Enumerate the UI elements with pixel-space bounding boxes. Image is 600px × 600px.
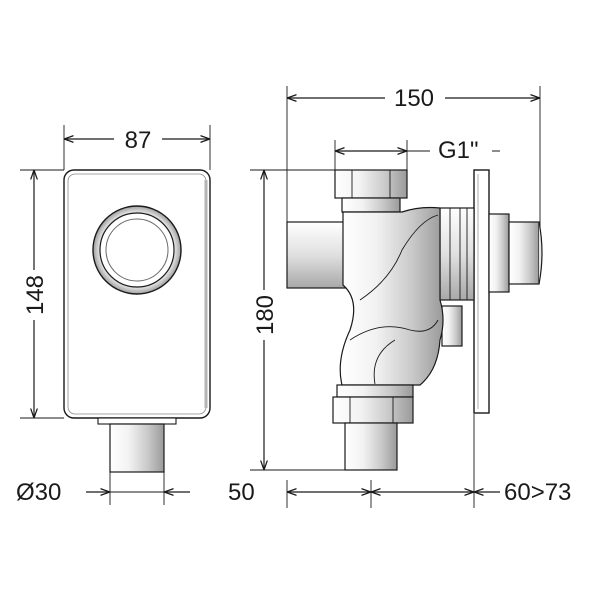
front-width-label: 87: [125, 127, 152, 154]
outlet-diameter-dimension: Ø30: [16, 472, 190, 506]
side-height-label: 180: [252, 295, 279, 335]
side-outlet-pipe: [344, 422, 398, 471]
side-width-label: 150: [394, 85, 434, 112]
wall-plate: [473, 169, 490, 414]
outlet-diameter-label: Ø30: [16, 479, 61, 506]
front-height-label: 148: [22, 275, 49, 315]
bottom-coupling: [336, 384, 414, 398]
inlet-offset-label: 50: [228, 479, 255, 506]
thread-size-label: G1": [438, 137, 479, 164]
top-nut: [334, 169, 408, 199]
outlet-pipe: [109, 423, 165, 473]
valve-body: [339, 206, 444, 386]
left-inlet-stub: [286, 221, 346, 289]
side-push-button: [488, 213, 510, 293]
wall-depth-label: 60>73: [504, 479, 571, 506]
front-view: 87 148: [20, 124, 211, 473]
side-view: 150 G1" 180: [250, 82, 543, 471]
bottom-dimensions: 50 60>73: [228, 414, 571, 508]
